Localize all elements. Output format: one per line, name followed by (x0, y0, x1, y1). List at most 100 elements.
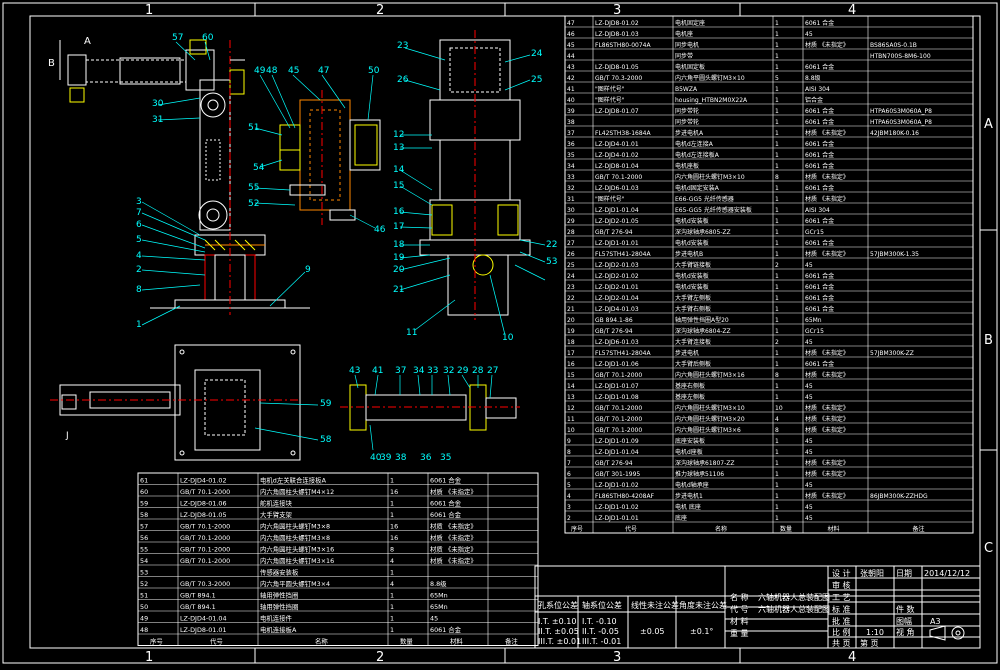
bom-bottom-cell: 56 (140, 534, 148, 542)
bom-right-cell: LZ-DJD1-01.08 (595, 394, 639, 401)
callout-25: 25 (531, 75, 542, 85)
designer-name: 张朝阳 (860, 569, 884, 578)
bom-right-cell: 6061 合金 (805, 283, 834, 291)
bom-right-cell: 内六角圆柱头螺钉M3×10 (675, 173, 745, 181)
sheet-label: 图幅 (896, 616, 912, 626)
bom-right-cell: 16 (567, 361, 575, 368)
sheet-value: A3 (930, 617, 941, 626)
callout-19: 19 (393, 253, 405, 263)
bom-bottom-cell: LZ-DJD8-01.06 (180, 499, 227, 507)
bom-right-cell: 1 (775, 240, 779, 247)
bom-right-cell: 45 (805, 449, 813, 456)
bom-right-cell: 9 (567, 438, 571, 445)
bom-right-cell: 1 (775, 438, 779, 445)
bom-right-cell: BS86SA0S-0.1B (870, 42, 917, 49)
bom-right-cell: 电机d左连接板A (675, 151, 720, 159)
bom-right-cell: 44 (567, 53, 575, 60)
bom-right-cell: 45 (805, 438, 813, 445)
callout-13: 13 (393, 143, 404, 153)
bom-right-cell: 铝合金 (805, 96, 823, 104)
callout-27: 27 (487, 366, 498, 376)
callout-16: 16 (393, 207, 405, 217)
bom-bottom-cell: 内六角圆柱头螺钉M3×16 (260, 544, 334, 553)
callout-9: 9 (305, 265, 311, 275)
bom-right-cell: 6061 合金 (805, 217, 834, 225)
bom-right-cell: FL57STH41-2804A (595, 350, 651, 357)
bom-right-cell: 8.8级 (805, 74, 821, 82)
callout-24: 24 (531, 49, 543, 59)
bom-right-cell: LZ-DJD2-01.05 (595, 218, 639, 225)
bom-right-cell: 39 (567, 108, 575, 115)
bom-right-cell: 同步带轮 (675, 118, 699, 126)
bom-right-cell: 45 (805, 515, 813, 522)
bom-bottom-header-cell: 数量 (400, 636, 413, 645)
bom-right-cell: 8 (775, 174, 779, 181)
bom-right-cell: 6061 合金 (805, 184, 834, 192)
tol-header-shaft: 轴系位公差 (582, 600, 622, 610)
bom-right-cell: 1 (775, 108, 779, 115)
bom-bottom-cell: 65Mn (430, 591, 448, 599)
tol-shaft-3: III.T. -0.01 (582, 637, 621, 646)
bom-right-cell: 材质 《未指定》 (805, 415, 849, 423)
tol-shaft-2: II.T. -0.05 (582, 627, 619, 636)
bom-right-cell: 12 (567, 405, 575, 412)
side-view-hatch (204, 239, 256, 251)
callout-1: 1 (136, 320, 142, 330)
callout-20: 20 (393, 265, 405, 275)
bom-right-cell: LZ-DJD4-01.03 (595, 306, 639, 313)
bom-bottom-cell: 电机连接板A (260, 625, 297, 634)
bom-right-cell: 电机d安装板 (675, 272, 709, 280)
callout-40: 40 (370, 453, 382, 463)
bom-bottom-cell: 45 (430, 614, 438, 622)
callout-43: 43 (349, 366, 360, 376)
bom-right-cell: 材质 《未指定》 (805, 349, 849, 357)
bom-bottom-cell: 传感器安装板 (260, 567, 299, 576)
bom-right-cell: 1 (775, 295, 779, 302)
bom-bottom-cell: 16 (390, 522, 398, 530)
name-label: 名 称 (730, 592, 749, 602)
callout-26: 26 (397, 75, 409, 85)
bom-right-cell: GCr15 (805, 328, 824, 335)
callout-33: 33 (427, 366, 438, 376)
craft-label: 工 艺 (832, 593, 851, 602)
bom-bottom-cell: GB/T 70.1-2000 (180, 545, 230, 553)
tol-header-hole: 孔系位公差 (538, 600, 578, 610)
side-view (59, 39, 310, 315)
bom-right-cell: LZ-DJD8-01.02 (595, 20, 639, 27)
bom-right-cell: E65-GG5 光纤传感器安装板 (675, 206, 752, 214)
callout-12: 12 (393, 130, 404, 140)
bom-bottom-cell: 1 (390, 568, 394, 576)
bom-right-cell: 1 (775, 119, 779, 126)
bom-bottom-cell: 轴用弹性挡圈 (260, 590, 298, 599)
bom-right-cell: 45 (805, 504, 813, 511)
bom-right-cell: 20 (567, 317, 575, 324)
bom-right-cell: 2 (567, 515, 571, 522)
bom-right-cell: 1 (775, 53, 779, 60)
bom-bottom-cell: 材质 《未指定》 (430, 533, 477, 542)
bom-right-cell: 11 (567, 416, 575, 423)
section-marker-b: B (48, 58, 55, 69)
bom-right-cell: LZ-DJD1-01.01 (595, 515, 639, 522)
bom-bottom-cell: 1 (390, 511, 394, 519)
bom-bottom-cell: GB/T 70.3-2000 (180, 580, 230, 588)
bom-right-cell: 17 (567, 350, 575, 357)
bom-right-cell: GB/T 70.1-2000 (595, 405, 642, 412)
bom-right-cell: LZ-DJD6-01.03 (595, 185, 639, 192)
bom-right-cell: 38 (567, 119, 575, 126)
bom-bottom-header-cell: 代号 (210, 636, 223, 645)
bom-right-cell: 28 (567, 229, 575, 236)
callout-34: 34 (413, 366, 425, 376)
bom-bottom-cell: 60 (140, 488, 148, 496)
bom-right-cell: 7 (567, 460, 571, 467)
bom-right-cell: LZ-DJD1-01.04 (595, 449, 639, 456)
callout-37: 37 (395, 366, 406, 376)
bom-right-cell: 1 (775, 130, 779, 137)
section-a-leaders (254, 74, 376, 229)
bom-bottom-cell: GB/T 894.1 (180, 591, 216, 599)
bom-right-cell: LZ-DJD4-01.01 (595, 141, 639, 148)
bom-right-cell: 30 (567, 207, 575, 214)
bom-bottom-cell: LZ-DJD8-01.05 (180, 511, 227, 519)
callout-52: 52 (248, 199, 259, 209)
tol-linear: ±0.05 (640, 627, 665, 636)
